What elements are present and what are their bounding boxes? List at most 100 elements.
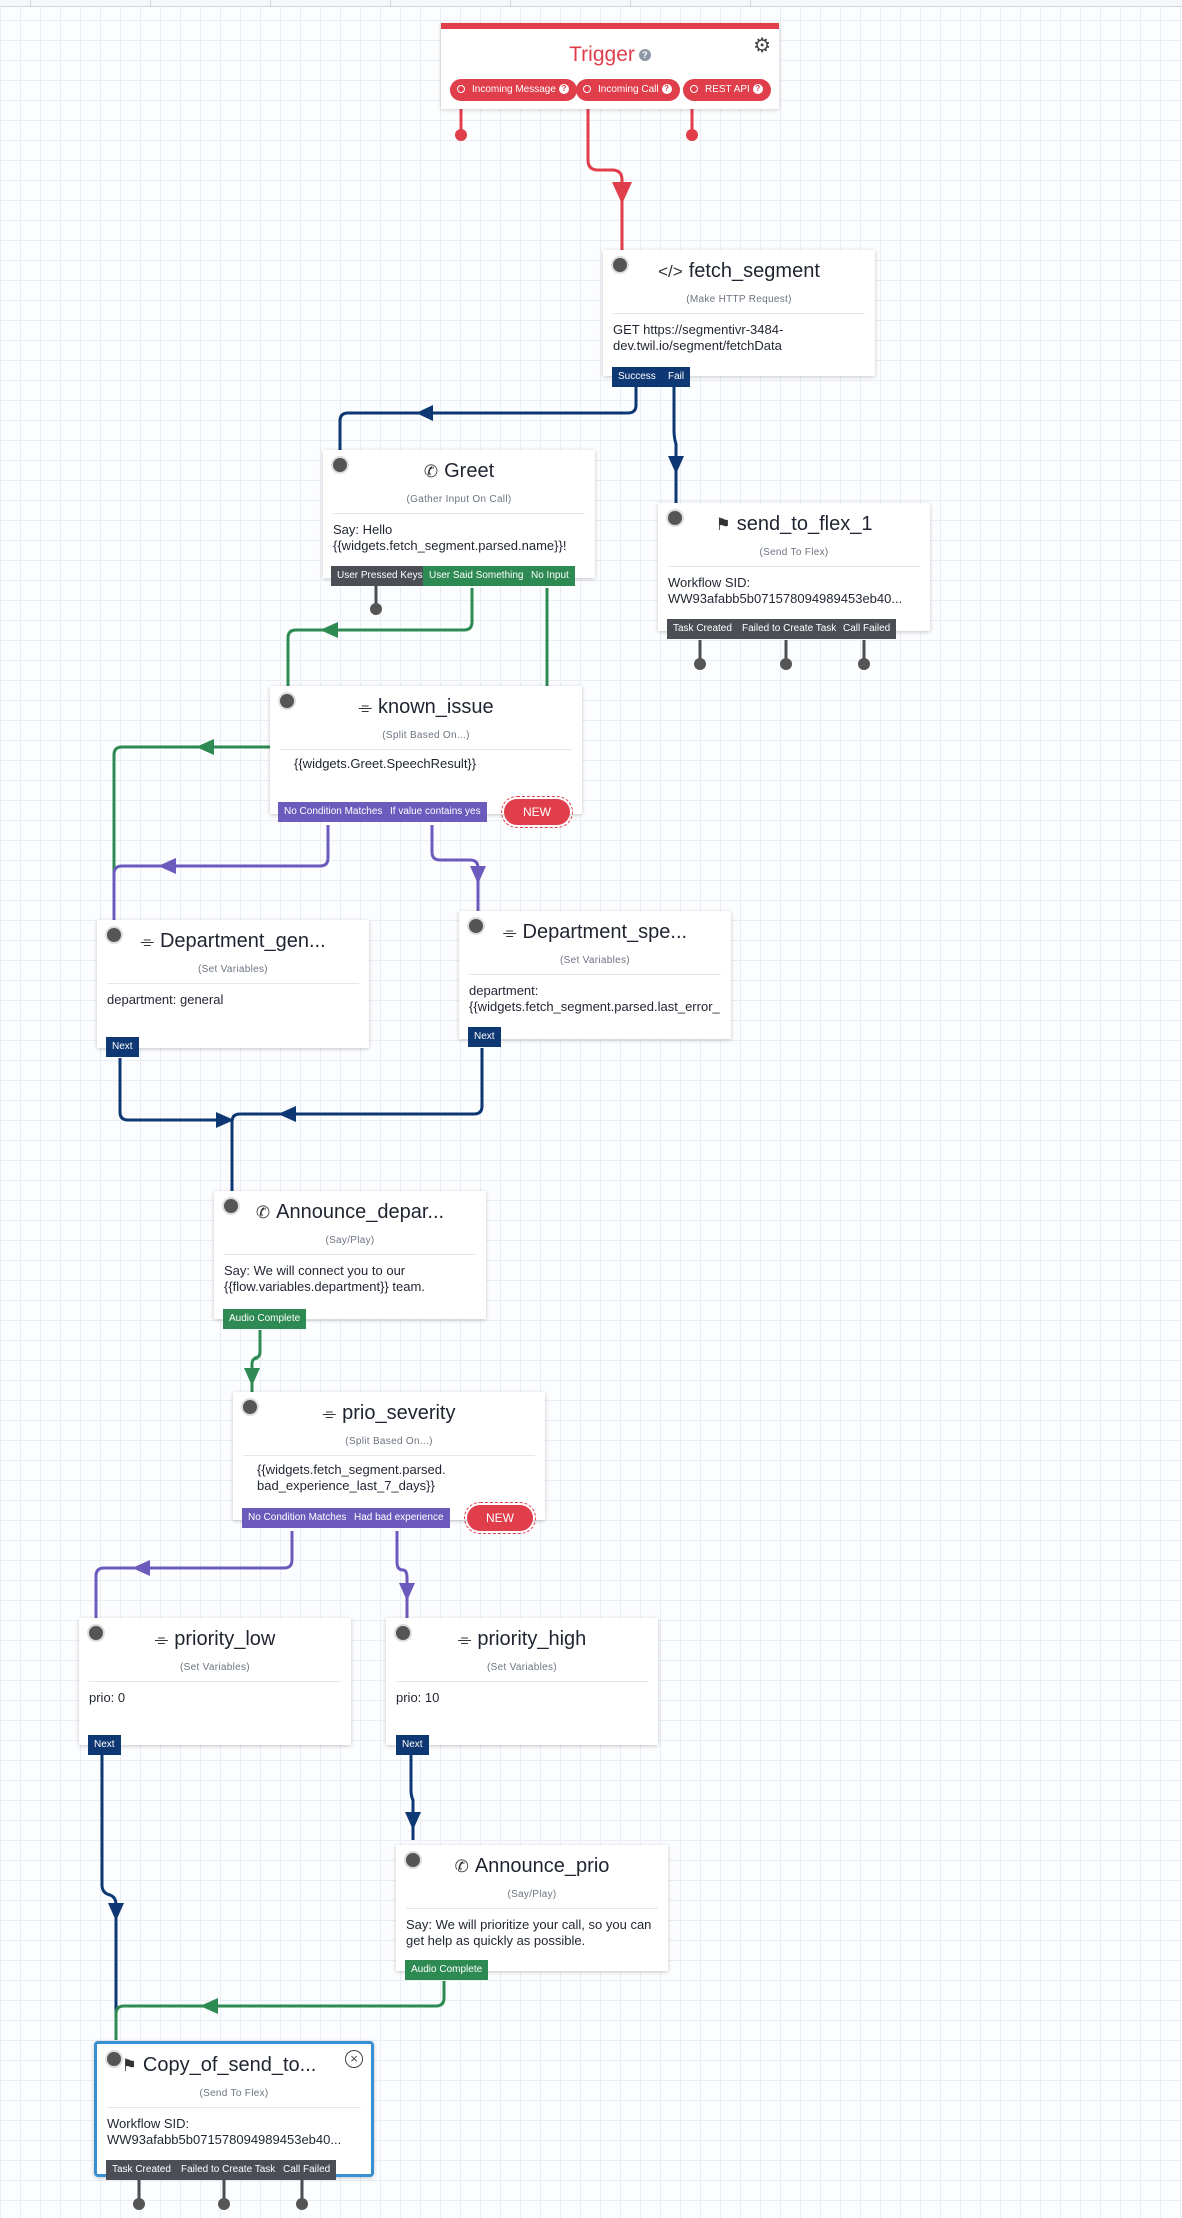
transition-handle[interactable] — [370, 603, 382, 615]
help-icon[interactable]: ? — [661, 84, 672, 95]
transition-handle[interactable] — [218, 2198, 230, 2210]
widget-title: ⚑Copy_of_send_to... — [97, 2054, 341, 2077]
transition-handle[interactable] — [858, 658, 870, 670]
widget-known-issue[interactable]: ⌯ known_issue (Split Based On...) {{widge… — [270, 686, 582, 814]
trigger-incoming-call[interactable]: Incoming Call? — [576, 79, 680, 101]
widget-handle[interactable] — [406, 1853, 420, 1867]
transition-next[interactable]: Next — [396, 1735, 429, 1755]
divider — [89, 1681, 341, 1682]
widget-copy-of-send-to-flex[interactable]: ⚑Copy_of_send_to... × (Send To Flex) Wor… — [94, 2041, 374, 2177]
widget-title: ✆Announce_prio — [396, 1855, 668, 1878]
widget-title: ⌯prio_severity — [233, 1402, 545, 1425]
trigger-widget[interactable]: Trigger? ⚙ Incoming Message? Incoming Ca… — [441, 23, 779, 109]
wire-bad-experience — [395, 1531, 409, 1618]
widget-subtitle: (Say/Play) — [325, 1235, 375, 1246]
widget-subtitle: (Say/Play) — [507, 1889, 557, 1900]
transition-failed-to-create-task[interactable]: Failed to Create Task — [736, 619, 843, 639]
help-icon[interactable]: ? — [752, 84, 763, 95]
widget-subtitle: (Set Variables) — [487, 1662, 557, 1673]
widget-handle[interactable] — [89, 1626, 103, 1640]
widget-announce-department[interactable]: ✆Announce_depar... (Say/Play) Say: We wi… — [214, 1191, 486, 1319]
widget-department-general[interactable]: ⌯Department_gen... (Set Variables) depar… — [97, 920, 369, 1048]
transition-handle[interactable] — [780, 658, 792, 670]
transition-handle[interactable] — [296, 2198, 308, 2210]
widget-body: prio: 10 — [396, 1690, 440, 1705]
widget-title: ✆Announce_depar... — [214, 1201, 486, 1224]
widget-department-specific[interactable]: ⌯Department_spe... (Set Variables) depar… — [459, 911, 731, 1039]
trigger-rest-api[interactable]: REST API? — [683, 79, 771, 101]
widget-send-to-flex-1[interactable]: ⚑send_to_flex_1 (Send To Flex) Workflow … — [658, 503, 930, 631]
widget-handle[interactable] — [107, 2052, 121, 2066]
widget-body: Say: We will connect you to our {{flow.v… — [224, 1263, 425, 1294]
widget-body: Say: We will prioritize your call, so yo… — [406, 1917, 652, 1948]
trigger-incoming-message-handle[interactable] — [455, 129, 467, 141]
transition-no-condition-matches[interactable]: No Condition Matches — [242, 1508, 353, 1528]
widget-announce-prio[interactable]: ✆Announce_prio (Say/Play) Say: We will p… — [396, 1845, 668, 1971]
widget-body: {{widgets.fetch_segment.parsed. bad_expe… — [257, 1462, 446, 1493]
widget-handle[interactable] — [396, 1626, 410, 1640]
transition-next[interactable]: Next — [88, 1735, 121, 1755]
gears-icon[interactable]: ⚙ — [753, 35, 771, 57]
flex-icon: ⚑ — [121, 2056, 137, 2075]
widget-handle[interactable] — [469, 919, 483, 933]
transition-next[interactable]: Next — [468, 1027, 501, 1047]
transition-failed-to-create-task[interactable]: Failed to Create Task — [175, 2160, 282, 2180]
transition-task-created[interactable]: Task Created — [106, 2160, 177, 2180]
transition-call-failed[interactable]: Call Failed — [277, 2160, 337, 2180]
widget-priority-low[interactable]: ⌯priority_low (Set Variables) prio: 0 — [79, 1618, 351, 1745]
widget-handle[interactable] — [613, 258, 627, 272]
widget-priority-high[interactable]: ⌯priority_high (Set Variables) prio: 10 — [386, 1618, 658, 1745]
widget-body: {{widgets.Greet.SpeechResult}} — [294, 756, 477, 771]
divider — [613, 313, 865, 314]
widget-handle[interactable] — [333, 458, 347, 472]
widget-greet[interactable]: ✆Greet (Gather Input On Call) Say: Hello… — [323, 450, 595, 578]
new-transition-button[interactable]: NEW — [501, 796, 573, 828]
widget-title-text: send_to_flex_1 — [736, 513, 873, 535]
split-icon: ⌯ — [358, 698, 372, 717]
wire-low-next — [100, 1755, 118, 2040]
widget-subtitle: (Split Based On...) — [382, 730, 470, 741]
widget-body: Workflow SID: WW93afabb5b071578094989453… — [668, 575, 903, 606]
widget-title-text: Announce_depar... — [276, 1201, 445, 1223]
transition-user-said-something[interactable]: User Said Something — [423, 566, 530, 586]
new-transition-button[interactable]: NEW — [464, 1502, 536, 1534]
help-icon[interactable]: ? — [638, 49, 651, 62]
widget-title: ⌯priority_low — [79, 1628, 351, 1651]
trigger-rest-api-handle[interactable] — [686, 129, 698, 141]
transition-fail[interactable]: Fail — [662, 367, 691, 387]
transition-handle[interactable] — [133, 2198, 145, 2210]
transition-handle[interactable] — [694, 658, 706, 670]
split-icon: ⌯ — [140, 932, 154, 951]
wire-success — [338, 386, 638, 455]
transition-success[interactable]: Success — [612, 367, 662, 387]
transition-user-pressed-keys[interactable]: User Pressed Keys — [331, 566, 429, 586]
widget-body: department: {{widgets.fetch_segment.pars… — [469, 983, 720, 1014]
transition-if-value-contains-yes[interactable]: If value contains yes — [384, 802, 487, 822]
widget-handle[interactable] — [224, 1199, 238, 1213]
widget-fetch-segment[interactable]: </>fetch_segment (Make HTTP Request) GET… — [603, 250, 875, 376]
trigger-incoming-message[interactable]: Incoming Message? — [450, 79, 577, 101]
transition-audio-complete[interactable]: Audio Complete — [223, 1309, 307, 1329]
transition-task-created[interactable]: Task Created — [667, 619, 738, 639]
transition-had-bad-experience[interactable]: Had bad experience — [348, 1508, 450, 1528]
widget-prio-severity[interactable]: ⌯prio_severity (Split Based On...) {{wid… — [233, 1392, 545, 1520]
widget-body: GET https://segmentivr-3484-dev.twil.io/… — [613, 322, 784, 353]
widget-handle[interactable] — [243, 1400, 257, 1414]
widget-handle[interactable] — [107, 928, 121, 942]
transition-call-failed[interactable]: Call Failed — [837, 619, 897, 639]
help-icon[interactable]: ? — [558, 84, 569, 95]
divider — [243, 1455, 535, 1456]
transition-audio-complete[interactable]: Audio Complete — [405, 1960, 489, 1980]
transition-no-input[interactable]: No Input — [525, 566, 575, 586]
widget-handle[interactable] — [280, 694, 294, 708]
transition-next[interactable]: Next — [106, 1037, 139, 1057]
close-circle-icon[interactable]: × — [345, 2050, 363, 2068]
wire-no-condition — [112, 825, 330, 925]
widget-title-text: known_issue — [377, 696, 494, 718]
widget-handle[interactable] — [668, 511, 682, 525]
widget-body: Say: Hello {{widgets.fetch_segment.parse… — [333, 522, 567, 553]
widget-body: prio: 0 — [89, 1690, 126, 1705]
transition-no-condition-matches[interactable]: No Condition Matches — [278, 802, 389, 822]
widget-subtitle: (Gather Input On Call) — [406, 494, 512, 505]
